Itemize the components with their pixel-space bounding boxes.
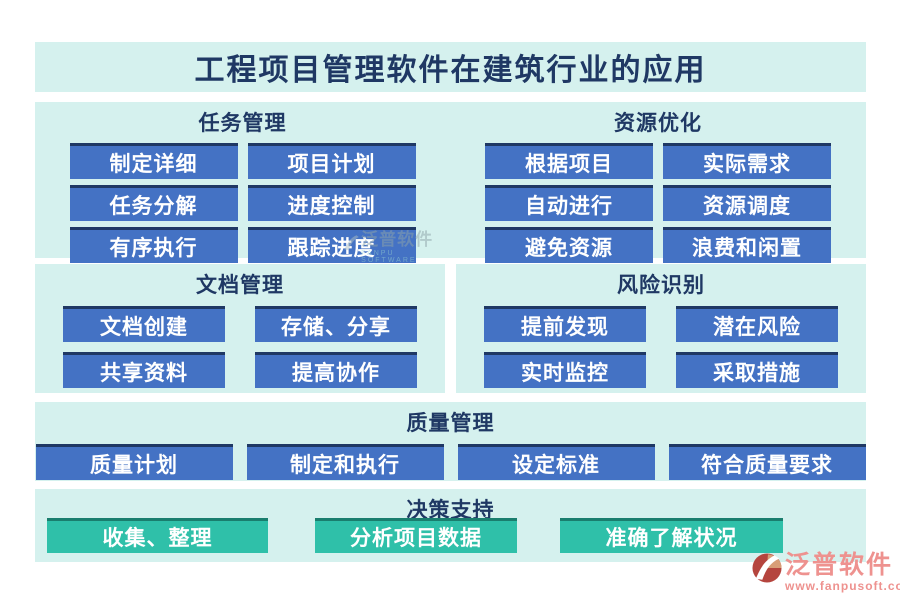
risk-item-box: 潜在风险 <box>676 306 838 342</box>
decision-item-box: 收集、整理 <box>47 518 268 553</box>
fanpu-logo-icon <box>752 553 782 583</box>
quality-item-box: 设定标准 <box>457 444 655 480</box>
section-header-resource: 资源优化 <box>614 112 702 135</box>
task-item-box: 项目计划 <box>247 143 416 179</box>
section-decision-support: 决策支持 收集、整理 分析项目数据 准确了解状况 <box>35 489 866 562</box>
resource-item-box: 根据项目 <box>485 143 653 179</box>
resource-button-grid: 根据项目 实际需求 自动进行 资源调度 避免资源 浪费和闲置 <box>450 143 866 263</box>
resource-item-box: 自动进行 <box>485 185 653 221</box>
quality-item-box: 质量计划 <box>35 444 233 480</box>
task-resource-panel: 任务管理 制定详细 项目计划 任务分解 进度控制 有序执行 跟踪进度 泛普软件 … <box>35 102 866 264</box>
doc-button-grid: 文档创建 存储、分享 共享资料 提高协作 <box>35 306 445 388</box>
doc-item-box: 提高协作 <box>255 352 417 388</box>
task-item-box: 进度控制 <box>247 185 416 221</box>
resource-item-box: 浪费和闲置 <box>663 227 831 263</box>
logo-name: 泛普软件 <box>785 551 894 579</box>
logo-url: www.fanpusoft.com <box>785 579 900 593</box>
page-title: 工程项目管理软件在建筑行业的应用 <box>194 54 707 87</box>
quality-item-box: 制定和执行 <box>246 444 444 480</box>
section-header-risk: 风险识别 <box>617 274 705 297</box>
resource-item-box: 实际需求 <box>663 143 831 179</box>
risk-button-grid: 提前发现 潜在风险 实时监控 采取措施 <box>456 306 866 388</box>
quality-item-box: 符合质量要求 <box>668 444 866 480</box>
doc-item-box: 文档创建 <box>63 306 225 342</box>
section-header-quality: 质量管理 <box>406 412 495 435</box>
section-resource-optimization: 资源优化 根据项目 实际需求 自动进行 资源调度 避免资源 浪费和闲置 <box>450 102 866 263</box>
fanpu-logo: 泛普软件 www.fanpusoft.com <box>752 553 900 592</box>
section-document-management: 文档管理 文档创建 存储、分享 共享资料 提高协作 <box>35 264 445 393</box>
section-header-task: 任务管理 <box>198 112 287 135</box>
section-header-doc: 文档管理 <box>196 274 284 297</box>
doc-item-box: 共享资料 <box>63 352 225 388</box>
section-risk-identification: 风险识别 提前发现 潜在风险 实时监控 采取措施 <box>456 264 866 393</box>
risk-item-box: 采取措施 <box>676 352 838 388</box>
task-item-box: 跟踪进度 <box>247 227 416 263</box>
decision-item-box: 准确了解状况 <box>560 518 783 553</box>
resource-item-box: 资源调度 <box>663 185 831 221</box>
doc-item-box: 存储、分享 <box>255 306 417 342</box>
resource-item-box: 避免资源 <box>485 227 653 263</box>
task-item-box: 有序执行 <box>69 227 238 263</box>
task-button-grid: 制定详细 项目计划 任务分解 进度控制 有序执行 跟踪进度 <box>35 143 450 263</box>
section-task-management: 任务管理 制定详细 项目计划 任务分解 进度控制 有序执行 跟踪进度 泛普软件 … <box>35 102 450 264</box>
task-item-box: 任务分解 <box>69 185 238 221</box>
risk-item-box: 实时监控 <box>484 352 646 388</box>
decision-item-box: 分析项目数据 <box>315 518 517 553</box>
risk-item-box: 提前发现 <box>484 306 646 342</box>
section-header-decision: 决策支持 <box>406 499 495 522</box>
title-panel: 工程项目管理软件在建筑行业的应用 <box>35 42 866 92</box>
task-item-box: 制定详细 <box>69 143 238 179</box>
quality-button-grid: 质量计划 制定和执行 设定标准 符合质量要求 <box>35 444 866 480</box>
section-quality-management: 质量管理 质量计划 制定和执行 设定标准 符合质量要求 <box>35 402 866 481</box>
